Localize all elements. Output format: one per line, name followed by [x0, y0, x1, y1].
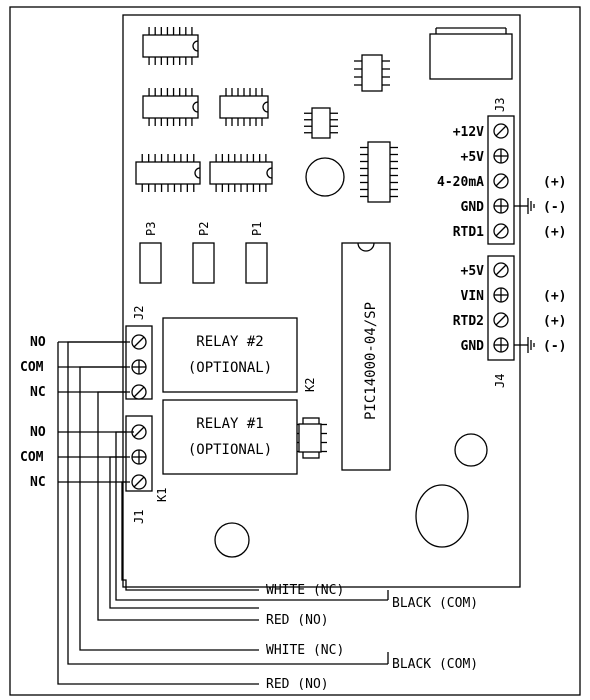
wire-label-red-no: RED (NO): [266, 613, 329, 628]
terminal-screw: [493, 123, 509, 139]
terminal-screw: [493, 262, 509, 278]
capacitor-2: [454, 433, 488, 467]
j3-polarity: (-): [543, 200, 566, 215]
j4-polarity: (+): [543, 289, 566, 304]
header-connector: [429, 33, 513, 80]
j4-polarity: (-): [543, 339, 566, 354]
pot-p2-label: P2: [197, 222, 211, 236]
pot-p1: [245, 242, 268, 284]
terminal-screw: [493, 287, 509, 303]
ic-u8: [360, 141, 398, 203]
contact-label: COM: [20, 360, 44, 375]
wire-label-black-com: BLACK (COM): [392, 657, 478, 672]
j3-pin-label: +12V: [453, 125, 484, 140]
terminal-screw: [493, 148, 509, 164]
crystal: [415, 484, 469, 548]
contact-label: NO: [30, 335, 46, 350]
ic-u6: [354, 54, 390, 92]
ic-u7: [304, 107, 338, 139]
j3-polarity: (+): [543, 175, 566, 190]
contact-label: NO: [30, 425, 46, 440]
terminal-screw: [493, 223, 509, 239]
j1-label: J1: [132, 510, 146, 524]
contact-label: NC: [30, 475, 46, 490]
ic-u1: [142, 27, 199, 65]
j3-pin-label: +5V: [461, 150, 485, 165]
ic-u2: [142, 88, 199, 126]
relay-2-line2: (OPTIONAL): [188, 360, 272, 376]
pic-chip-label: PIC14000-04/SP: [363, 302, 379, 420]
j3-pin-label: GND: [461, 200, 485, 215]
pot-p3-label: P3: [144, 222, 158, 236]
terminal-screw: [131, 474, 147, 490]
ic-group: [135, 27, 398, 459]
capacitor-3: [214, 522, 250, 558]
j2-label: J2: [132, 306, 146, 320]
j4-pin-label: RTD2: [453, 314, 484, 329]
pot-p2: [192, 242, 215, 284]
transistor: [298, 423, 322, 453]
terminal-screw: [131, 384, 147, 400]
relay-1-line2: (OPTIONAL): [188, 442, 272, 458]
j3-polarity: (+): [543, 225, 566, 240]
wire-label-black-com: BLACK (COM): [392, 596, 478, 611]
contact-label: COM: [20, 450, 44, 465]
terminal-screw: [493, 198, 509, 214]
j3-label: J3: [493, 98, 507, 112]
relay-2: [162, 317, 298, 393]
terminal-screw: [131, 449, 147, 465]
wire-label-white-nc: WHITE (NC): [266, 583, 344, 598]
ic-u3: [219, 88, 269, 126]
terminal-screw: [493, 312, 509, 328]
relay-1: [162, 399, 298, 475]
contact-label: NC: [30, 385, 46, 400]
terminal-screw: [131, 359, 147, 375]
pot-p1-label: P1: [250, 222, 264, 236]
j4-label: J4: [493, 374, 507, 388]
terminal-screw: [493, 173, 509, 189]
ic-u4: [135, 154, 201, 192]
j4-polarity: (+): [543, 314, 566, 329]
j3-pin-label: 4-20mA: [437, 175, 484, 190]
j4-pin-label: GND: [461, 339, 485, 354]
relay-1-line1: RELAY #1: [196, 416, 263, 432]
k2-label: K2: [303, 378, 317, 392]
terminal-screw: [131, 424, 147, 440]
j3-pin-label: RTD1: [453, 225, 484, 240]
j4-pin-label: +5V: [461, 264, 485, 279]
terminal-screw: [131, 334, 147, 350]
pic-chip: [341, 242, 391, 471]
wire-label-red-no: RED (NO): [266, 677, 329, 692]
ground-symbol-j3: [514, 198, 535, 214]
wire-routes: [57, 341, 389, 685]
capacitor-1: [305, 157, 345, 197]
terminal-screw: [493, 337, 509, 353]
pot-p3: [139, 242, 162, 284]
ground-symbol-j4: [514, 337, 535, 353]
ic-u5: [209, 154, 273, 192]
k1-label: K1: [155, 488, 169, 502]
wire-label-white-nc: WHITE (NC): [266, 643, 344, 658]
j4-pin-label: VIN: [461, 289, 485, 304]
relay-2-line1: RELAY #2: [196, 334, 263, 350]
